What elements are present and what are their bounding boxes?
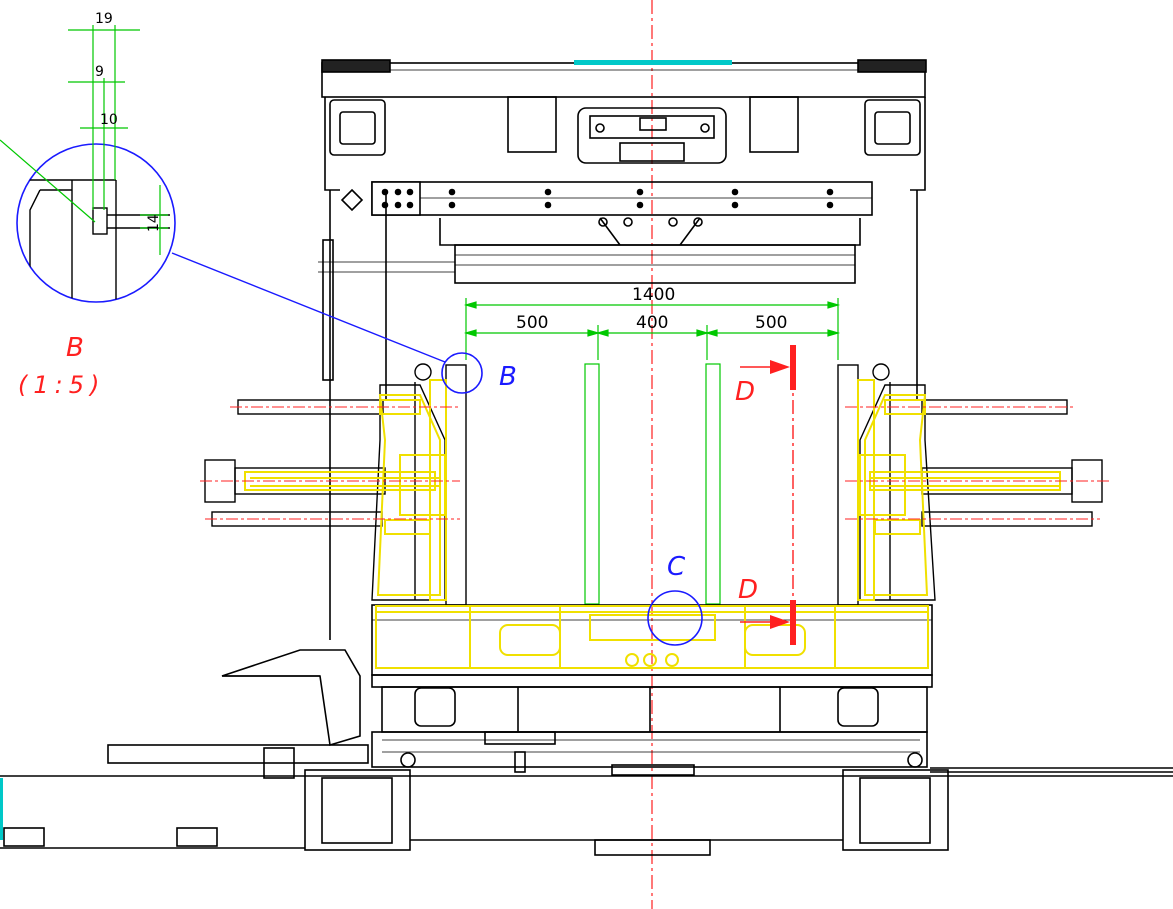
detail-b-marker-label: B — [499, 362, 517, 392]
dim-middle-span: 400 — [636, 313, 668, 333]
detail-b-dim-side: 14 — [146, 214, 162, 232]
left-side-highlight — [244, 379, 447, 601]
detail-b-dim-top: 19 — [95, 11, 113, 27]
detail-b-leader — [171, 252, 446, 363]
detail-b-dim-mid: 9 — [95, 64, 104, 80]
section-d — [740, 345, 796, 645]
base-structure — [0, 649, 1173, 856]
detail-c-circle — [647, 590, 703, 646]
detail-b-scale: (1:5) — [18, 371, 105, 399]
rod-centerlines — [200, 406, 1110, 520]
bottom-table — [371, 604, 933, 773]
section-label-bottom: D — [738, 575, 758, 605]
dim-left-span: 500 — [516, 313, 548, 333]
top-crossbeam — [321, 59, 927, 191]
detail-b-dim-low: 10 — [100, 112, 118, 128]
head-beam — [318, 181, 873, 284]
detail-b-view — [0, 25, 176, 303]
detail-b-marker — [441, 352, 483, 394]
right-side-assembly — [837, 363, 1103, 606]
cyan-mark — [0, 778, 3, 840]
detail-c-label: C — [667, 552, 686, 582]
frame-columns — [322, 190, 918, 640]
section-label-top: D — [735, 377, 755, 407]
right-side-highlight — [857, 379, 1061, 601]
dimension-lines — [463, 298, 841, 605]
bottom-table-highlight — [375, 605, 929, 669]
dim-right-span: 500 — [755, 313, 787, 333]
detail-b-title: B — [66, 333, 84, 363]
dim-overall: 1400 — [632, 285, 675, 305]
